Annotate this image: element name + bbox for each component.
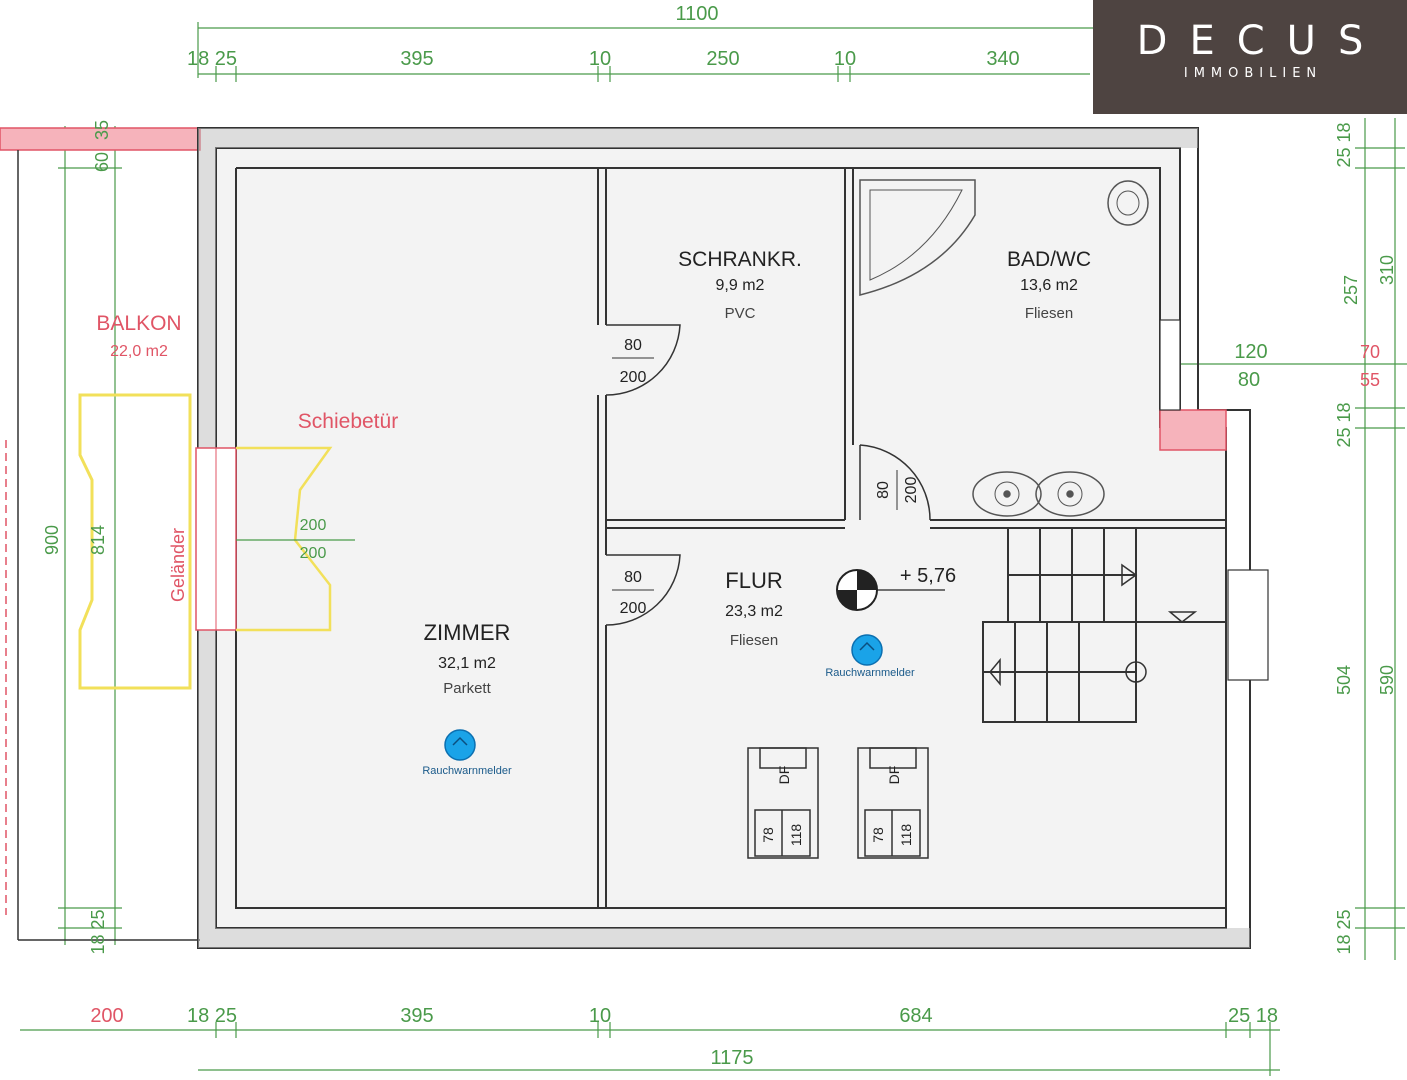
door-slide-width: 200	[300, 517, 327, 534]
dim-right-lower-2: 590	[1377, 665, 1397, 695]
label-level: + 5,76	[900, 565, 956, 587]
dim-top-seg-4: 250	[706, 48, 739, 70]
staircase	[982, 527, 1226, 723]
dim-left-top-2: 60	[92, 152, 112, 172]
room-bad-name: BAD/WC	[1007, 248, 1091, 271]
dim-left-inner: 814	[88, 525, 108, 555]
dim-right-window-2: 80	[1238, 369, 1260, 391]
balcony	[0, 127, 201, 941]
dim-top-seg-6: 340	[986, 48, 1019, 70]
window-1-height: 118	[788, 824, 804, 847]
label-smoke-1: Rauchwarnmelder	[825, 667, 915, 679]
door-slide-height: 200	[300, 545, 327, 562]
door-flur-width: 80	[624, 569, 642, 586]
door-schrank-width: 80	[624, 337, 642, 354]
door-schrank-height: 200	[620, 369, 647, 386]
dim-bottom-total: 1175	[710, 1047, 753, 1069]
dim-left-total: 900	[42, 525, 62, 555]
dim-bottom-red: 200	[90, 1005, 123, 1027]
bathroom-fixtures	[859, 179, 1149, 517]
dim-top-seg-5: 10	[834, 48, 856, 70]
dim-bottom-seg-5: 25 18	[1228, 1005, 1278, 1027]
room-schrank-area: 9,9 m2	[716, 277, 765, 294]
room-bad-floor: Fliesen	[1025, 305, 1073, 322]
dim-bottom-seg-4: 684	[899, 1005, 932, 1027]
label-smoke-2: Rauchwarnmelder	[422, 765, 512, 777]
door-bad-width: 80	[875, 481, 892, 499]
smoke-detector-symbols	[444, 634, 883, 761]
window-2-height: 118	[898, 824, 914, 847]
dimension-lines	[20, 22, 1407, 1076]
room-schrank-floor: PVC	[725, 305, 756, 322]
door-swings	[605, 324, 931, 626]
dim-bottom-seg-3: 10	[589, 1005, 611, 1027]
dim-bottom-seg-1: 18 25	[187, 1005, 237, 1027]
dim-top-total: 1100	[675, 3, 718, 25]
dim-right-mid: 25 18	[1334, 402, 1354, 447]
door-bad-height: 200	[903, 477, 920, 504]
dim-left-bottom: 18 25	[88, 909, 108, 954]
level-marker	[836, 569, 945, 611]
room-bad-area: 13,6 m2	[1020, 277, 1078, 294]
room-flur-floor: Fliesen	[730, 632, 778, 649]
room-flur-name: FLUR	[725, 568, 782, 593]
window-1-width: 78	[760, 827, 776, 843]
dim-right-window-1: 120	[1234, 341, 1267, 363]
logo-subtitle: IMMOBILIEN	[1183, 66, 1323, 81]
dim-right-bottom: 18 25	[1334, 909, 1354, 954]
dim-top-seg-2: 395	[400, 48, 433, 70]
dim-right-top: 25 18	[1334, 122, 1354, 167]
dim-right-window-3: 70	[1360, 342, 1380, 362]
label-sliding-door: Schiebetür	[298, 410, 398, 433]
window-2-type: DF	[886, 766, 902, 785]
dim-right-window-4: 55	[1360, 370, 1380, 390]
door-flur-height: 200	[620, 600, 647, 617]
red-wall-marker	[1159, 409, 1227, 451]
room-zimmer-area: 32,1 m2	[438, 655, 496, 672]
label-railing: Geländer	[168, 528, 188, 602]
dim-top-seg-1: 18 25	[187, 48, 237, 70]
room-balkon-area: 22,0 m2	[110, 343, 168, 360]
roof-windows	[747, 747, 929, 859]
dim-top-seg-3: 10	[589, 48, 611, 70]
room-zimmer-name: ZIMMER	[424, 620, 511, 645]
dim-right-upper-1: 257	[1341, 275, 1361, 305]
room-schrank-name: SCHRANKR.	[678, 248, 802, 271]
room-flur-area: 23,3 m2	[725, 603, 783, 620]
window-2-width: 78	[870, 827, 886, 843]
logo-brand: DECUS	[1136, 18, 1386, 64]
decus-logo: DECUS IMMOBILIEN	[1093, 0, 1407, 114]
dim-bottom-seg-2: 395	[400, 1005, 433, 1027]
room-zimmer-floor: Parkett	[443, 680, 491, 697]
sliding-door-opening	[195, 446, 355, 632]
dim-right-upper-2: 310	[1377, 255, 1397, 285]
room-balkon-name: BALKON	[96, 312, 181, 335]
dim-left-top-1: 35	[92, 120, 112, 140]
window-1-type: DF	[776, 766, 792, 785]
right-window	[1159, 319, 1269, 681]
dim-right-lower-1: 504	[1334, 665, 1354, 695]
wall-hatch	[198, 128, 1250, 948]
